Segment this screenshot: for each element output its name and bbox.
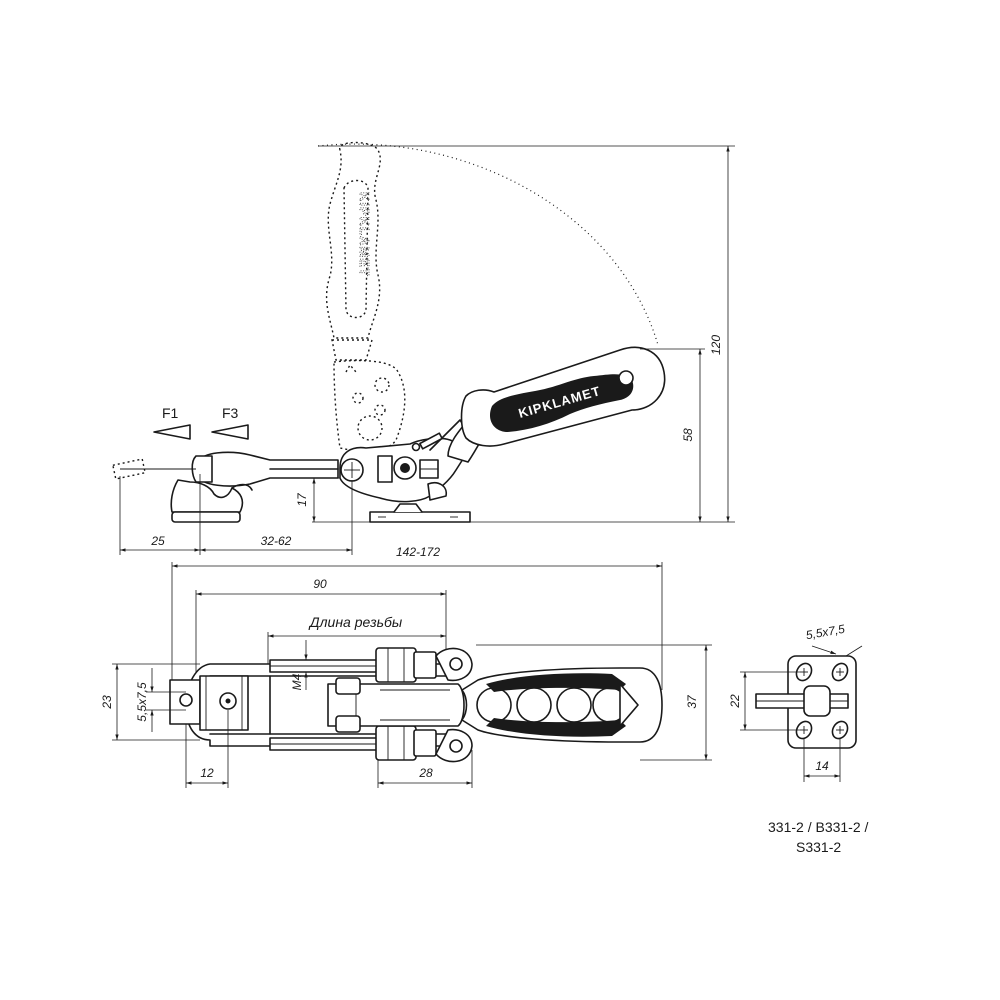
top-view: 142-172 90 Длина резьбы: [100, 545, 712, 788]
dim-28: 28: [377, 750, 473, 788]
base-plate: [369, 503, 471, 523]
force-f3-arrow: [211, 424, 249, 440]
dim-142-172: 142-172: [171, 545, 663, 690]
svg-text:142-172: 142-172: [396, 545, 440, 559]
handle-closed[interactable]: KIPKLAMET: [447, 346, 666, 463]
svg-text:17: 17: [295, 492, 309, 507]
force-arrows: F1 F3: [153, 405, 249, 440]
dim-m4: M4: [290, 640, 308, 690]
swing-arc: [317, 143, 659, 346]
svg-text:Длина резьбы: Длина резьбы: [308, 614, 403, 630]
svg-text:37: 37: [685, 694, 699, 709]
side-view: KIPKLAMET: [112, 141, 735, 555]
dim-37: 37: [476, 644, 712, 761]
svg-text:M4: M4: [290, 673, 304, 690]
clamp-body: [339, 419, 473, 503]
dim-90: 90: [195, 577, 447, 672]
end-view: 5,5x7,5 22 14: [728, 622, 863, 782]
svg-text:22: 22: [728, 694, 742, 709]
dim-slot-right: 5,5x7,5: [805, 622, 863, 657]
svg-text:14: 14: [815, 759, 829, 773]
dim-17: 17: [295, 477, 340, 522]
model-number-line1: 331-2 / B331-2 /: [768, 819, 869, 835]
svg-text:25: 25: [150, 534, 165, 548]
handle-logo-open: KIPKLAMET: [357, 192, 372, 277]
svg-text:120: 120: [709, 335, 723, 355]
svg-text:32-62: 32-62: [261, 534, 292, 548]
dim-58: 58: [640, 348, 705, 522]
dim-22: 22: [728, 671, 800, 731]
model-number-line2: S331-2: [796, 839, 841, 855]
dim-thread-length: Длина резьбы: [267, 614, 446, 664]
dim-23: 23: [100, 663, 200, 741]
dim-slot-left: 5,5x7,5: [135, 668, 186, 732]
dim-25: 25: [119, 474, 201, 555]
svg-text:23: 23: [100, 695, 114, 710]
dim-32-62: 32-62: [200, 480, 353, 555]
svg-text:28: 28: [418, 766, 433, 780]
pad-dotted: [112, 458, 146, 480]
dim-14: 14: [803, 738, 841, 782]
title-block: 331-2 / B331-2 / S331-2: [768, 819, 869, 855]
dim-120: 120: [709, 146, 730, 522]
mounting-slots: [795, 662, 849, 740]
dim-12: 12: [185, 710, 229, 788]
svg-text:5,5x7,5: 5,5x7,5: [135, 682, 149, 722]
top-body: [169, 647, 663, 763]
handle-open-position: KIPKLAMET: [325, 141, 406, 453]
svg-text:12: 12: [200, 766, 214, 780]
force-f1-arrow: [153, 424, 191, 440]
force-f3-label: F3: [222, 405, 239, 421]
svg-text:58: 58: [681, 428, 695, 442]
svg-text:5,5x7,5: 5,5x7,5: [805, 622, 847, 643]
spindle-foot: [120, 468, 253, 523]
force-f1-label: F1: [162, 405, 179, 421]
svg-text:90: 90: [313, 577, 327, 591]
